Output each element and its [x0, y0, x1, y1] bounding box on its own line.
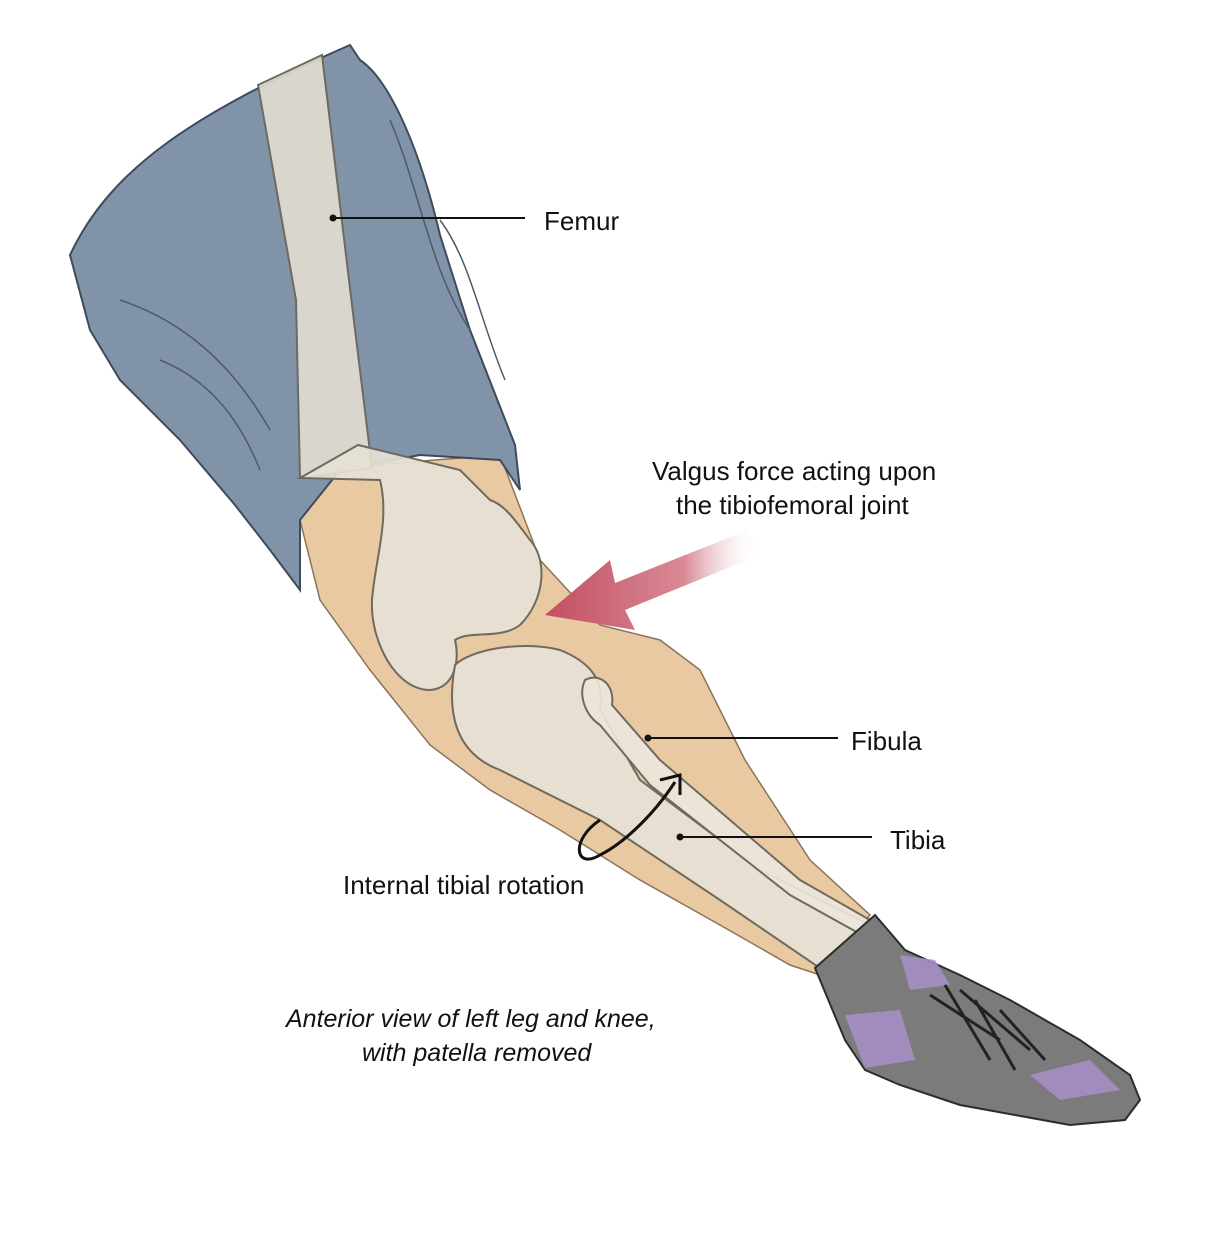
fibula-label: Fibula [851, 726, 922, 756]
fibula-leader [644, 734, 838, 742]
shorts-fold-4 [439, 219, 506, 381]
femur-label: Femur [544, 206, 620, 236]
shorts-fold-1 [119, 299, 271, 431]
shoe-accent-toe [1030, 1060, 1120, 1100]
tibia-label: Tibia [890, 825, 946, 855]
valgus-force-arrow [545, 530, 760, 630]
shorts-fold-2 [389, 119, 471, 331]
shorts-fold-3 [159, 359, 261, 471]
valgus-label-line1: Valgus force acting upon [652, 456, 937, 486]
shoe-laces [929, 984, 1047, 1071]
femur-condyles [296, 443, 543, 692]
caption-line1: Anterior view of left leg and knee, [286, 1005, 656, 1033]
caption-line2: with patella removed [362, 1039, 592, 1067]
rotation-label: Internal tibial rotation [343, 870, 585, 900]
shoe-accent-collar [900, 955, 950, 990]
shoe-accent-heel [845, 1010, 915, 1068]
tibia-leader [676, 833, 872, 841]
femur-leader [329, 214, 525, 222]
rotation-arrow [577, 781, 677, 861]
rotation-arrow-head [659, 773, 682, 795]
valgus-label-line2: the tibiofemoral joint [676, 490, 909, 520]
shorts [68, 43, 521, 593]
